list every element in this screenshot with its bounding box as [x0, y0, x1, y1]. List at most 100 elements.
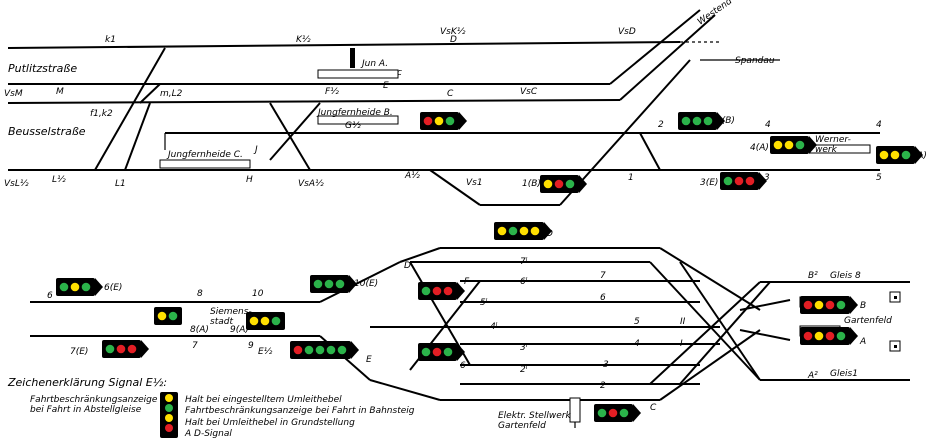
box-3e — [720, 172, 767, 190]
box-siemens — [154, 307, 182, 325]
legend-item-2: Halt bei eingestelltem Umleithebel — [185, 395, 342, 405]
sig-f: F — [464, 277, 470, 287]
signal-lamp — [784, 140, 794, 150]
signal-lamp — [497, 226, 507, 236]
sig-g: G½ — [345, 121, 361, 131]
signal-lamp — [803, 300, 813, 310]
street-putlitz: Putlitzstraße — [8, 62, 77, 75]
legend-item-0: Fahrtbeschränkungsanzeige — [30, 395, 158, 405]
signal-lamp — [803, 331, 813, 341]
sig-5i: 5ᴵ — [480, 298, 488, 308]
sig-7: 7 — [192, 341, 198, 351]
box-10e — [310, 275, 357, 293]
station-jung-c: Jungfernheide C. — [166, 150, 243, 160]
signal-lamp — [434, 116, 444, 126]
signal-lamp — [326, 345, 336, 355]
signal-lamp — [901, 150, 911, 160]
sig-3: 3 — [764, 173, 770, 183]
legend-title: Zeichenerklärung Signal E½: — [7, 376, 167, 389]
signal-lamp — [681, 116, 691, 126]
legend-signal — [160, 392, 178, 438]
sig-4b: 4 — [876, 120, 882, 130]
sig-d-box: D — [546, 229, 553, 239]
sig-r5: 5 — [634, 317, 640, 327]
sig-10e: 10(E) — [354, 279, 378, 289]
sig-h: H — [246, 175, 253, 185]
box-f — [418, 282, 465, 300]
sig-ehalf: E½ — [258, 347, 273, 357]
sig-r3: 3 — [603, 360, 609, 370]
sig-f: F½ — [325, 87, 339, 97]
sig-r6: 6 — [600, 293, 606, 303]
signal-lamp — [249, 316, 259, 326]
sig-r4: 4 — [634, 339, 640, 349]
sig-vs1: Vs1 — [466, 178, 483, 188]
box-9a — [246, 312, 285, 330]
sig-8: 8 — [197, 289, 203, 299]
sig-4i: 4ᴵ — [490, 322, 498, 332]
sig-6-left: 6 — [47, 291, 53, 301]
sig-vsl: VsL½ — [4, 179, 29, 189]
sig-4a: 4(A) — [750, 143, 769, 153]
sig-b-right: B — [860, 301, 866, 311]
sig-r2: 2 — [600, 381, 606, 391]
legend-lamp — [165, 414, 173, 422]
sig-vsa: VsA½ — [298, 179, 324, 189]
sig-1b: 1(B) — [522, 179, 541, 189]
legend-lamp — [165, 404, 173, 412]
signal-lamp — [836, 300, 846, 310]
signal-lamp — [315, 345, 325, 355]
sig-c-small: c — [397, 68, 402, 78]
sig-2: 2 — [658, 120, 664, 130]
box-d — [494, 222, 552, 240]
signal-lamp — [432, 347, 442, 357]
signal-lamp — [692, 116, 702, 126]
signal-lamp — [70, 282, 80, 292]
signal-lamp — [519, 226, 529, 236]
sig-f1k2: f1,k2 — [90, 109, 113, 119]
sig-k1: k1 — [105, 35, 116, 45]
signal-lamp — [608, 408, 618, 418]
sig-ml2: m,L2 — [160, 89, 183, 99]
sig-b2: B² — [808, 271, 818, 281]
signal-lamp — [814, 300, 824, 310]
box-2b — [678, 112, 725, 130]
legend-item-5: A D-Signal — [184, 429, 232, 439]
sig-9a: 9(A) — [230, 325, 249, 335]
signal-lamp — [423, 116, 433, 126]
sig-roman-2: II — [680, 317, 686, 327]
signal-lamp — [116, 344, 126, 354]
station-jung-b: Jungfernheide B. — [316, 108, 393, 118]
sig-l: L½ — [52, 175, 66, 185]
box-b — [420, 112, 467, 130]
box-gartenfeld-a — [800, 327, 858, 345]
legend-item-1: bei Fahrt in Abstellgleise — [30, 405, 142, 415]
sig-vsc: VsC — [520, 87, 538, 97]
top-labels: Putlitzstraße Beusselstraße Westend Span… — [4, 0, 927, 189]
box-6e — [56, 278, 103, 296]
legend-lamp — [165, 424, 173, 432]
signal-lamp — [773, 140, 783, 150]
sig-3e: 3(E) — [700, 178, 718, 188]
bottom-labels: 6 6(E) 8 10 10(E) Siemens-stadt 8(A) 9(A… — [47, 229, 892, 431]
sig-roman-1: I — [680, 339, 683, 349]
signal-lamp — [260, 316, 270, 326]
box-c — [594, 404, 641, 422]
signal-lamp — [324, 279, 334, 289]
signal-lamp — [432, 286, 442, 296]
dir-spandau: Spandau — [735, 56, 775, 66]
signal-lamp — [421, 347, 431, 357]
sig-4: 4 — [765, 120, 771, 130]
signal-lamp — [565, 179, 575, 189]
legend-item-3: Fahrtbeschränkungsanzeige bei Fahrt in B… — [185, 406, 415, 416]
sig-1: 1 — [628, 173, 634, 183]
signal-lamp — [127, 344, 137, 354]
signal-lamp — [597, 408, 607, 418]
signal-lamp — [337, 345, 347, 355]
signal-lamp — [105, 344, 115, 354]
signal-lamp — [619, 408, 629, 418]
signal-lamp — [59, 282, 69, 292]
legend: Zeichenerklärung Signal E½: Fahrtbeschrä… — [7, 376, 415, 439]
